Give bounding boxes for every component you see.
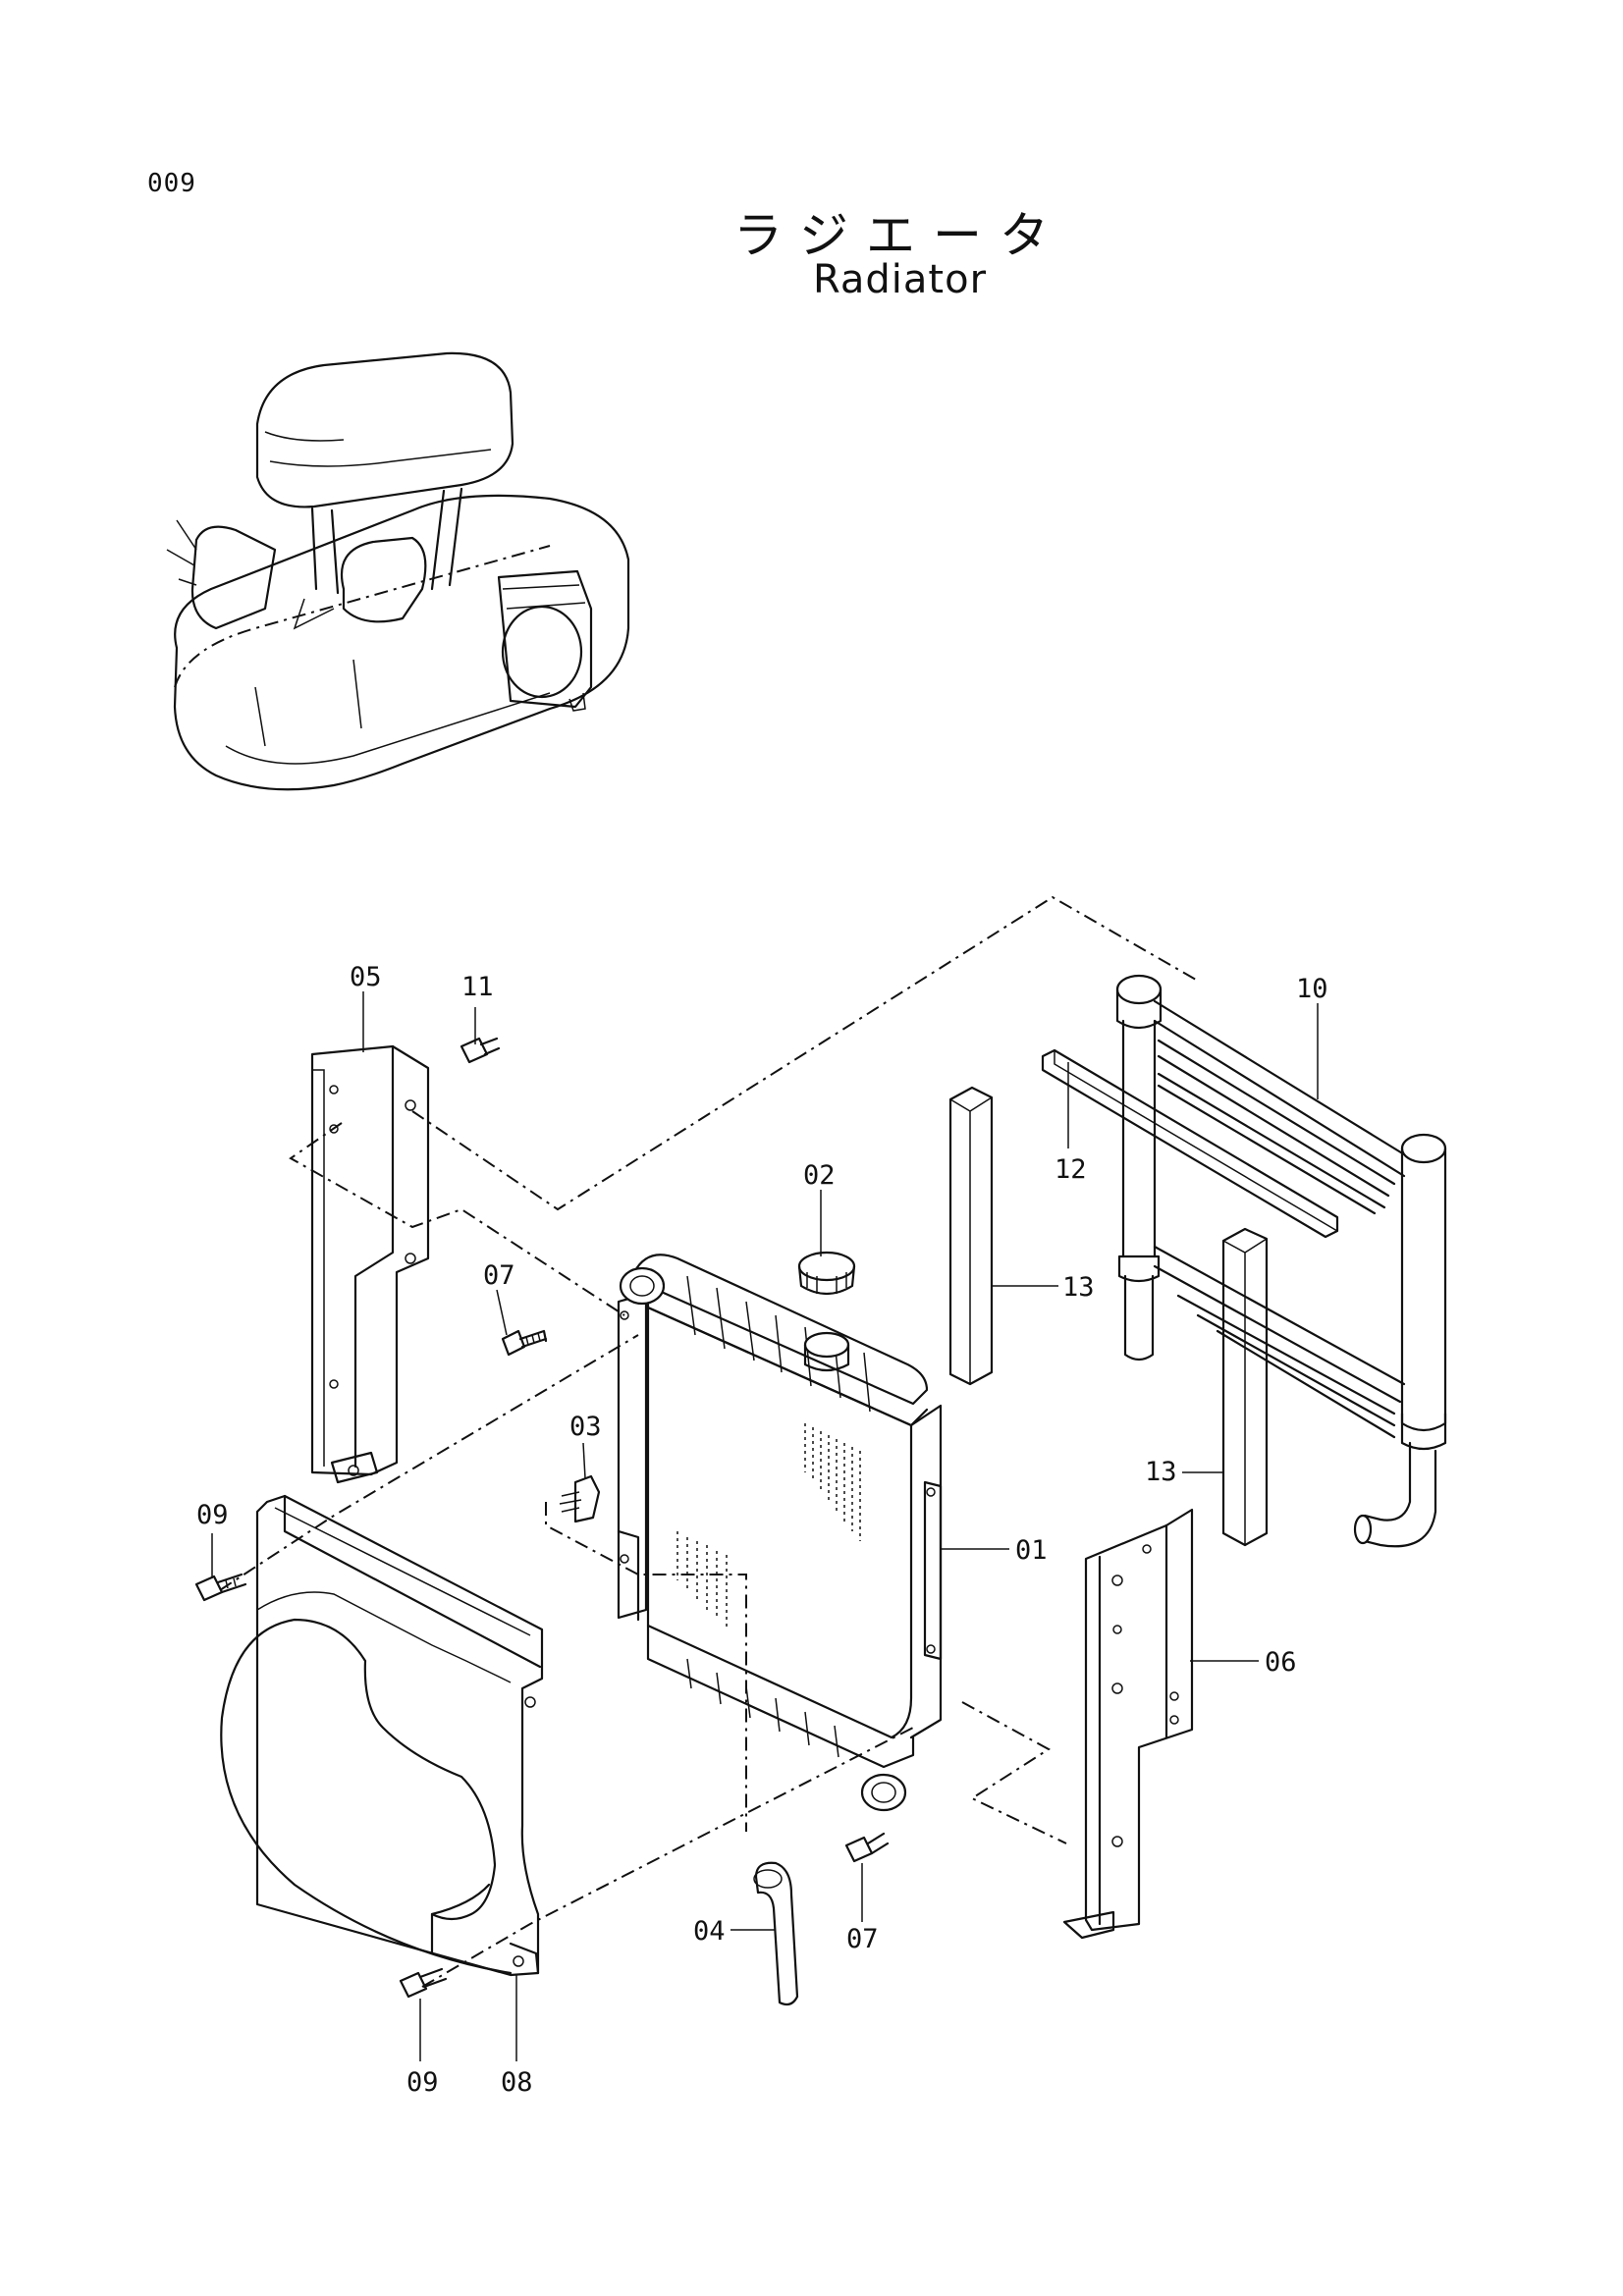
callout-07-lower: 07 (846, 1924, 879, 1954)
alignment-line-05-01 (289, 1122, 625, 1316)
part-10-oil-cooler (1115, 974, 1447, 1548)
part-13-foam-block-upper (948, 1086, 994, 1386)
callout-10: 10 (1296, 974, 1328, 1004)
callout-04: 04 (693, 1916, 726, 1947)
callout-13-lower: 13 (1145, 1457, 1177, 1487)
part-08-fan-shroud (220, 1494, 544, 1977)
part-01-radiator (617, 1254, 943, 1812)
callout-11: 11 (461, 972, 494, 1002)
page-title-japanese: ラジエータ (733, 207, 1066, 264)
callout-09-lower: 09 (406, 2067, 439, 2098)
callout-08: 08 (501, 2067, 533, 2098)
callout-05: 05 (350, 962, 382, 992)
callout-labels: 05 11 10 12 02 13 07 03 01 13 06 09 04 0… (196, 962, 1328, 2098)
callout-12: 12 (1055, 1154, 1087, 1185)
part-07-bolt-upper (501, 1329, 548, 1357)
part-06-bracket (1062, 1508, 1194, 1940)
callout-06: 06 (1265, 1647, 1297, 1678)
alignment-line-09-upper (219, 1334, 639, 1591)
part-09-bolt-lower (399, 1967, 448, 1999)
callout-01: 01 (1015, 1535, 1048, 1566)
part-12-seal-strip (1041, 1048, 1339, 1239)
alignment-line-05-10 (411, 895, 1197, 1211)
alignment-line-09-lower (421, 1727, 914, 1988)
alignment-line-06 (961, 1701, 1067, 1844)
callout-09-upper: 09 (196, 1500, 229, 1530)
alignment-line-03 (545, 1502, 747, 1832)
part-05-bracket (310, 1044, 430, 1484)
part-11-bolt (460, 1037, 501, 1064)
callout-13-upper: 13 (1062, 1272, 1095, 1303)
callout-leaders (211, 991, 1319, 2061)
part-03-drain-cock (559, 1474, 601, 1523)
callout-03: 03 (569, 1412, 602, 1442)
part-04-hose (753, 1861, 799, 2006)
callout-02: 02 (803, 1160, 836, 1191)
part-09-bolt-upper (194, 1573, 247, 1602)
page-title-english: Radiator (812, 257, 988, 302)
part-02-radiator-cap (797, 1251, 856, 1296)
part-07-bolt-lower (844, 1832, 890, 1863)
part-13-foam-block-lower (1221, 1227, 1269, 1547)
machine-overview-illustration (166, 351, 630, 791)
page-number: 009 (147, 169, 196, 198)
callout-07-upper: 07 (483, 1260, 515, 1291)
